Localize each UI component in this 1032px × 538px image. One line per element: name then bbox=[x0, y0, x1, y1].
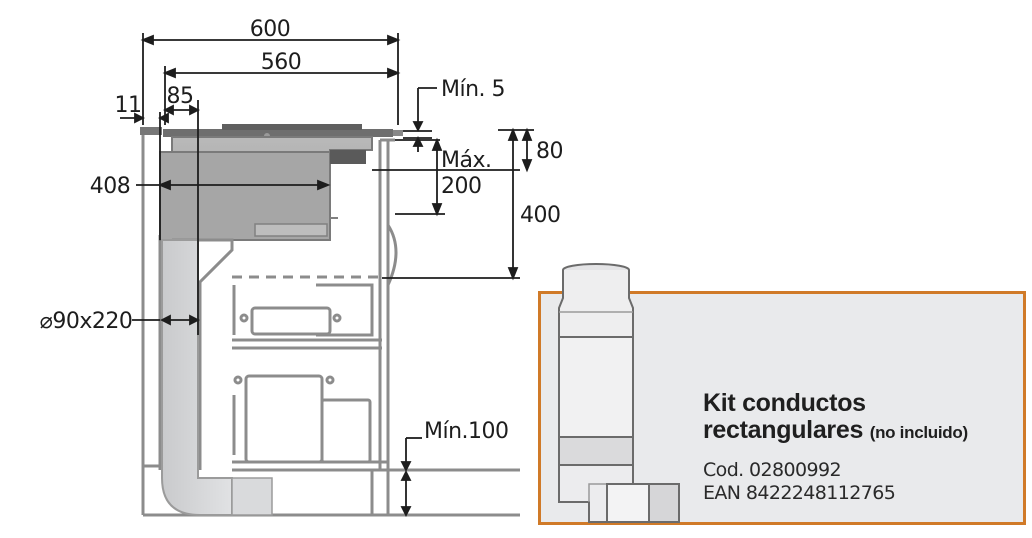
dim-min5-label: Mín. 5 bbox=[441, 77, 505, 102]
dim-200-label: 200 bbox=[441, 174, 482, 199]
kit-title-line1: Kit conductos bbox=[703, 389, 866, 417]
dim-600-label: 600 bbox=[250, 17, 291, 42]
kit-info-panel: Kit conductos rectangulares (no incluido… bbox=[538, 263, 1026, 525]
duct-kit-icon bbox=[558, 263, 680, 523]
kit-title-line2-text: rectangulares bbox=[703, 416, 864, 444]
dim-560-label: 560 bbox=[261, 50, 302, 75]
kit-ean: EAN 8422248112765 bbox=[703, 482, 896, 504]
kit-title-line2: rectangulares (no incluido) bbox=[703, 417, 968, 446]
dim-11-label: 11 bbox=[115, 93, 142, 118]
kit-title: Kit conductos rectangulares (no incluido… bbox=[703, 390, 968, 446]
dim-408-label: 408 bbox=[90, 174, 131, 199]
kit-note: (no incluido) bbox=[869, 423, 968, 442]
dimension-lines bbox=[120, 33, 534, 518]
pots bbox=[232, 283, 374, 464]
kit-code: Cod. 02800992 bbox=[703, 459, 842, 481]
dim-max-label: Máx. bbox=[441, 148, 491, 173]
dim-duct-size-label: ⌀90x220 bbox=[40, 309, 133, 334]
kit-codes: Cod. 02800992 EAN 8422248112765 bbox=[703, 459, 896, 505]
duct bbox=[161, 239, 273, 516]
dim-80-label: 80 bbox=[536, 139, 563, 164]
dim-400-label: 400 bbox=[520, 203, 561, 228]
hob-extractor-unit bbox=[159, 136, 373, 470]
dim-min100-label: Mín.100 bbox=[424, 419, 509, 444]
dim-85-label: 85 bbox=[167, 84, 194, 109]
